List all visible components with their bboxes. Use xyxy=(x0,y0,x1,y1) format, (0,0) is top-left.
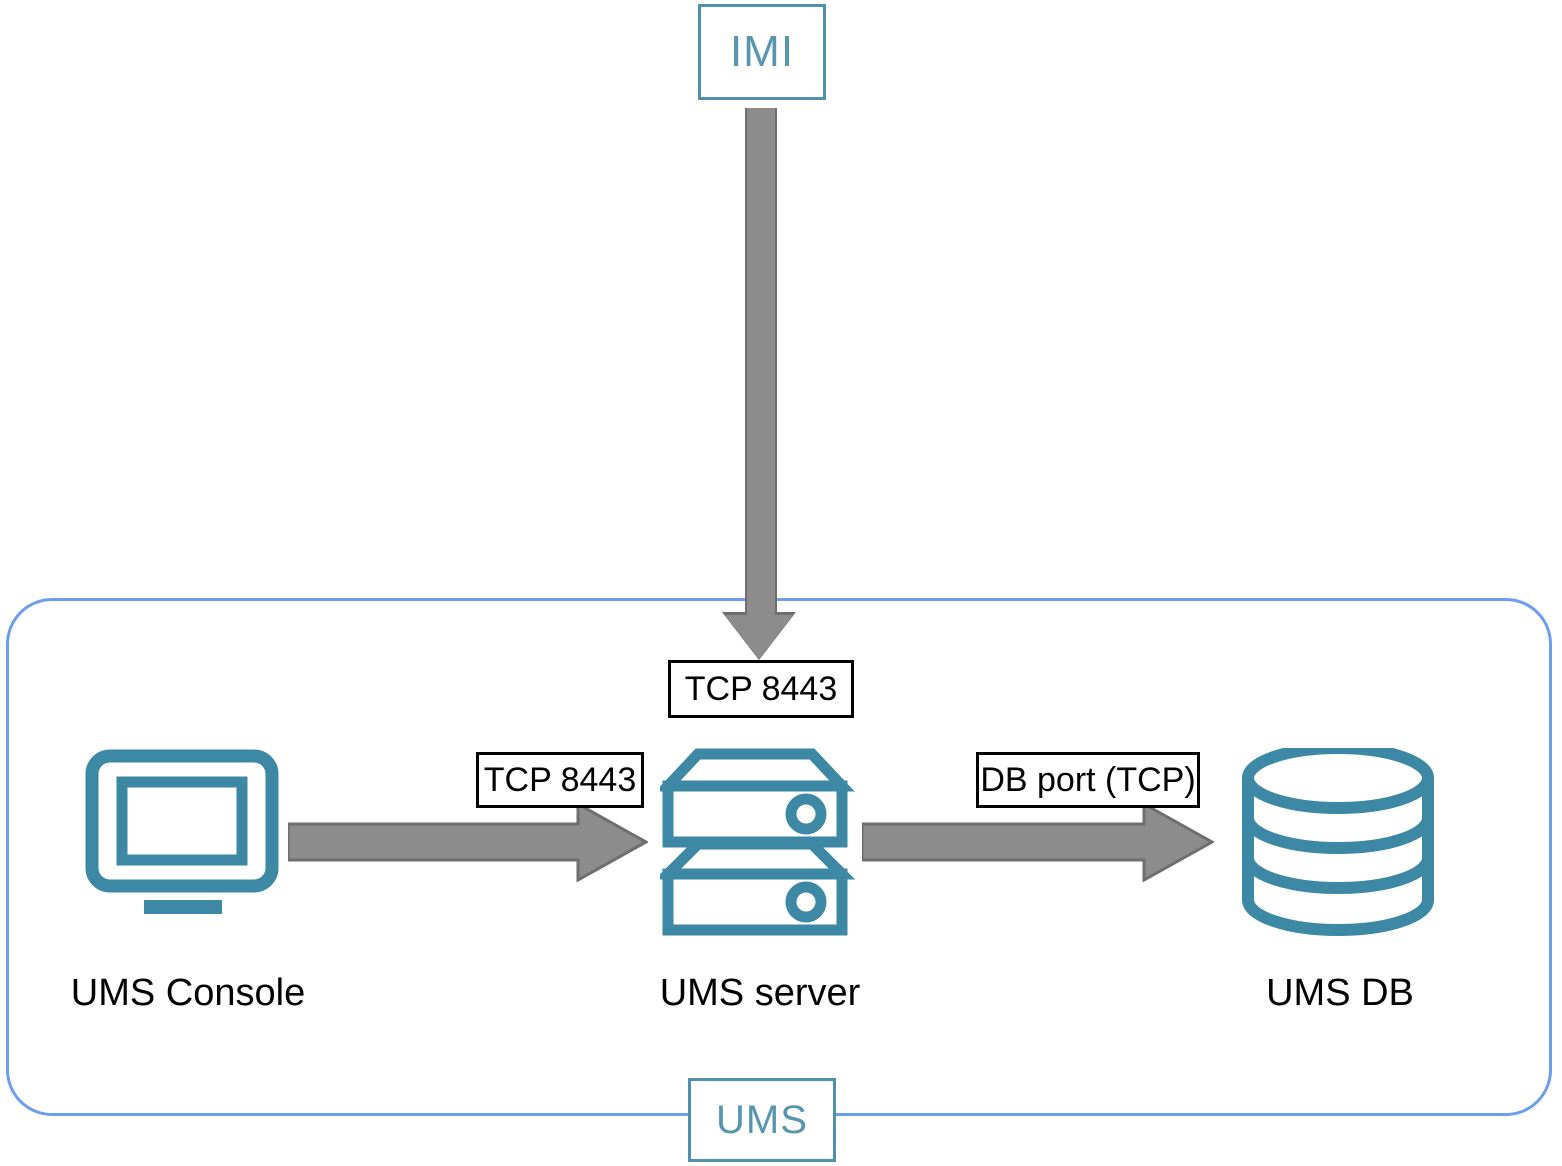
imi-to-server-arrow-shaft xyxy=(745,108,777,621)
port-label-console-to-server: TCP 8443 xyxy=(476,752,644,808)
port-label-console-to-server-text: TCP 8443 xyxy=(483,760,637,799)
console-to-server-arrow xyxy=(288,802,648,882)
port-label-server-to-db: DB port (TCP) xyxy=(976,752,1200,808)
port-label-imi-to-server: TCP 8443 xyxy=(668,660,854,718)
ums-zone-tag: UMS xyxy=(688,1078,836,1162)
imi-zone-tag-label: IMI xyxy=(729,27,795,76)
ums-zone-tag-label: UMS xyxy=(716,1097,808,1142)
database-cylinder-icon xyxy=(1238,748,1438,938)
node-label-ums-db: UMS DB xyxy=(1266,972,1414,1014)
imi-zone-tag: IMI xyxy=(698,4,826,100)
server-rack-icon xyxy=(660,740,860,940)
monitor-icon xyxy=(82,748,282,928)
server-to-db-arrow xyxy=(862,802,1214,882)
port-label-server-to-db-text: DB port (TCP) xyxy=(980,760,1196,799)
node-label-ums-console: UMS Console xyxy=(70,972,306,1014)
imi-to-server-arrow-head xyxy=(725,615,793,659)
node-label-ums-server: UMS server xyxy=(659,972,861,1014)
port-label-imi-to-server-text: TCP 8443 xyxy=(684,669,838,708)
